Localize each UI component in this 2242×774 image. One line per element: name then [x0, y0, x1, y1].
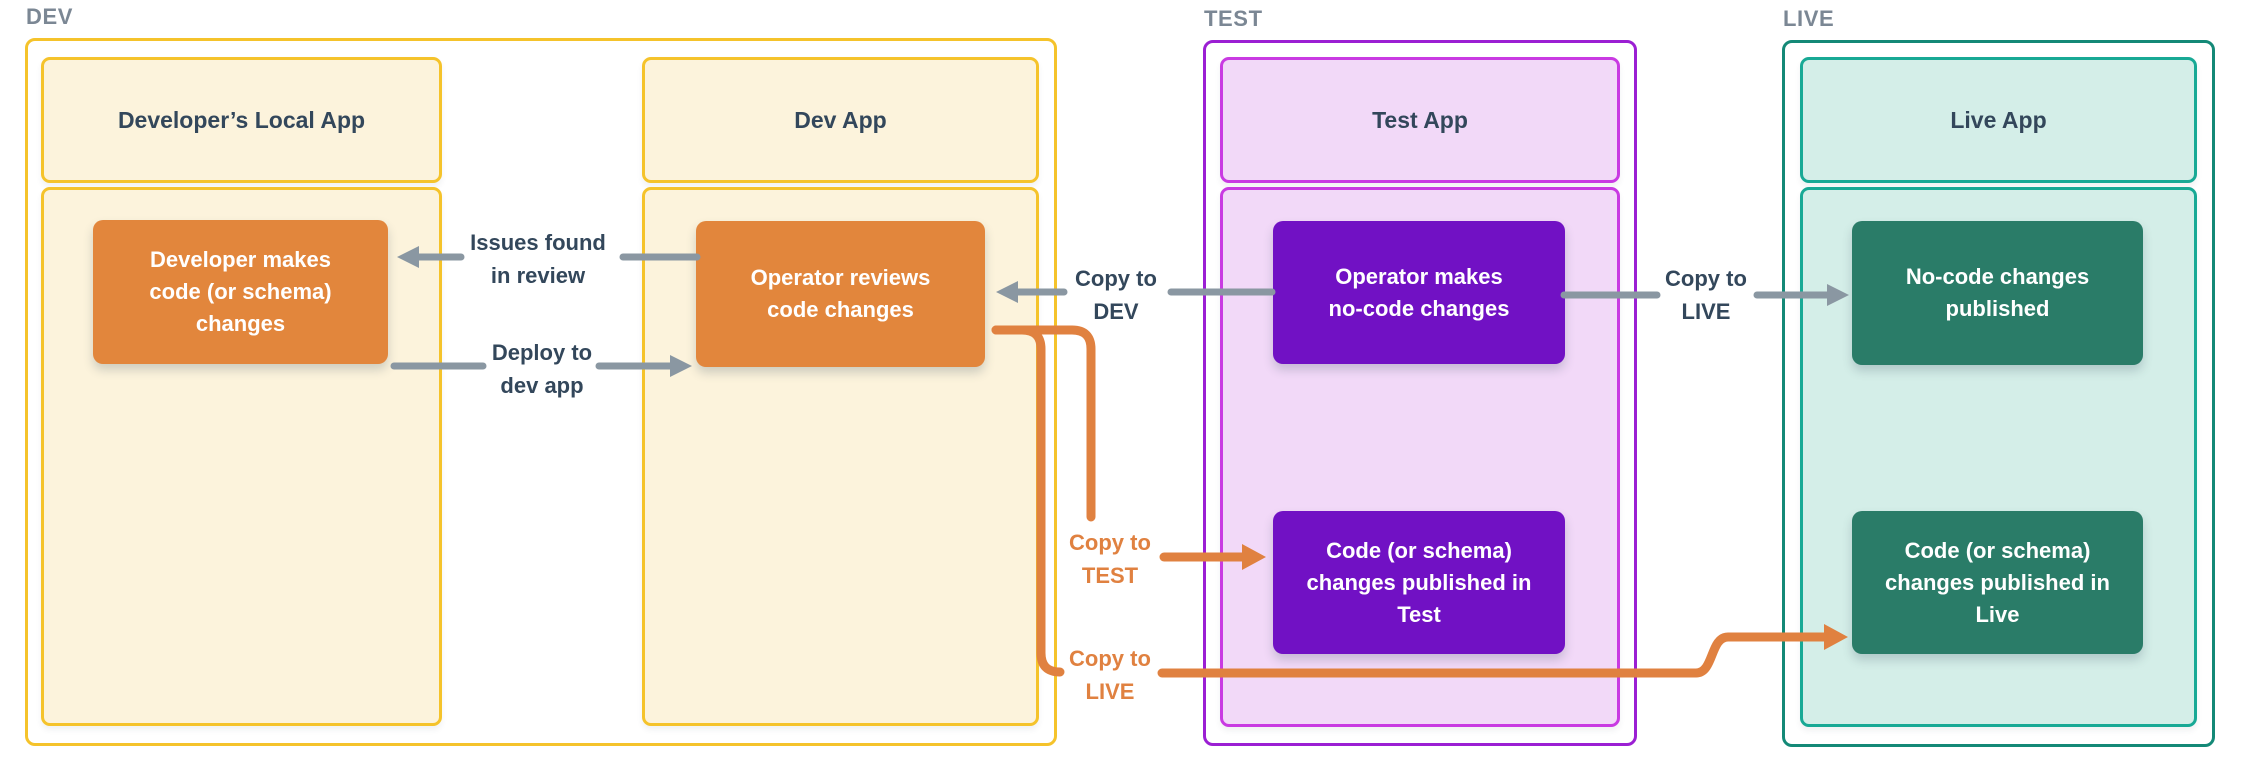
copy-to-live-gray-label: Copy to LIVE — [1665, 266, 1747, 324]
local-app-header: Developer’s Local App — [41, 57, 442, 183]
operator-reviews-node: Operator reviews code changes — [696, 221, 985, 367]
nocode-published-node: No-code changes published — [1852, 221, 2143, 365]
developer-changes-node: Developer makes code (or schema) changes — [93, 220, 388, 364]
copy-to-test-label: Copy to TEST — [1069, 530, 1151, 588]
copy-to-live-orange-label: Copy to LIVE — [1069, 646, 1151, 704]
test-app-header: Test App — [1220, 57, 1620, 183]
issues-found-label: Issues found in review — [470, 230, 606, 288]
test-published-node: Code (or schema) changes published in Te… — [1273, 511, 1565, 654]
live-published-node: Code (or schema) changes published in Li… — [1852, 511, 2143, 654]
dev-section-label: DEV — [26, 4, 74, 29]
live-app-header: Live App — [1800, 57, 2197, 183]
copy-to-dev-label: Copy to DEV — [1075, 266, 1157, 324]
deploy-label: Deploy to dev app — [491, 340, 593, 398]
operator-nocode-node: Operator makes no-code changes — [1273, 221, 1565, 364]
dev-app-header: Dev App — [642, 57, 1039, 183]
test-section-label: TEST — [1204, 6, 1263, 31]
live-section-label: LIVE — [1783, 6, 1835, 31]
